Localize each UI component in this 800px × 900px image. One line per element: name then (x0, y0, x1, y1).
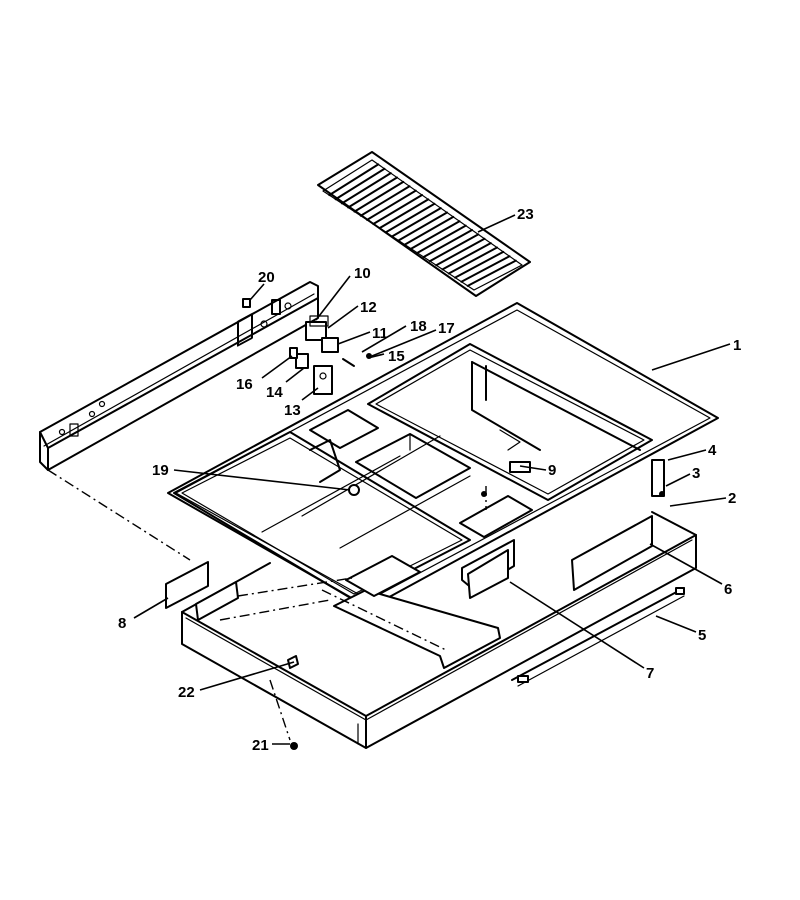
grate-slat (466, 259, 517, 287)
fasteners (287, 484, 487, 750)
grate-slat (460, 255, 511, 283)
grate-slat (378, 198, 430, 230)
callout-14: 14 (266, 384, 283, 401)
callout-21: 21 (252, 737, 269, 754)
callout-19: 19 (152, 462, 169, 479)
grate-slat (353, 180, 405, 213)
callout-labels: 23 20 10 12 11 18 17 15 16 14 13 1 19 9 … (118, 206, 741, 754)
grate-slat (428, 233, 480, 263)
callout-18: 18 (410, 318, 427, 335)
callout-1: 1 (733, 337, 741, 354)
grate-slat (397, 211, 448, 242)
callout-5: 5 (698, 627, 706, 644)
callout-3: 3 (692, 465, 700, 482)
base-pan-part-2 (181, 511, 697, 749)
grate-slat (391, 207, 442, 238)
callout-7: 7 (646, 665, 654, 682)
grate-slat (435, 237, 486, 267)
callout-22: 22 (178, 684, 195, 701)
callout-23: 23 (517, 206, 534, 223)
grate-part-23 (317, 151, 531, 297)
callout-17: 17 (438, 320, 455, 337)
callout-20: 20 (258, 269, 275, 286)
callout-15: 15 (388, 348, 405, 365)
grate-slat (340, 172, 392, 205)
callout-16: 16 (236, 376, 253, 393)
grate-slat (328, 163, 380, 197)
callout-13: 13 (284, 402, 301, 419)
alignment-lines (47, 469, 487, 741)
bottom-plate-part-5 (511, 587, 685, 687)
grate-slat (359, 185, 411, 217)
grate-slat (416, 224, 467, 254)
grate-slat (441, 242, 492, 271)
grate-slat (366, 189, 417, 221)
control-panel-rail (39, 281, 319, 471)
grate-slat (447, 246, 498, 275)
grate-slat (384, 202, 436, 234)
callout-2: 2 (728, 490, 736, 507)
callout-11: 11 (372, 325, 388, 342)
grate-slat (347, 176, 398, 209)
callout-6: 6 (724, 581, 732, 598)
grate-slat (372, 194, 423, 225)
callout-4: 4 (708, 442, 717, 459)
grate-slat (410, 220, 461, 250)
callout-9: 9 (548, 462, 556, 479)
grate-slat (454, 250, 505, 279)
right-hardware (651, 459, 665, 497)
small-hardware-parts (242, 298, 372, 395)
leader-lines (133, 214, 731, 745)
grate-slat (334, 167, 386, 201)
grate-slat (422, 229, 473, 258)
callout-8: 8 (118, 615, 126, 632)
grate-slat (403, 215, 455, 246)
callout-12: 12 (360, 299, 377, 316)
callout-10: 10 (354, 265, 371, 282)
cooktop-frame-part-1 (167, 302, 719, 609)
